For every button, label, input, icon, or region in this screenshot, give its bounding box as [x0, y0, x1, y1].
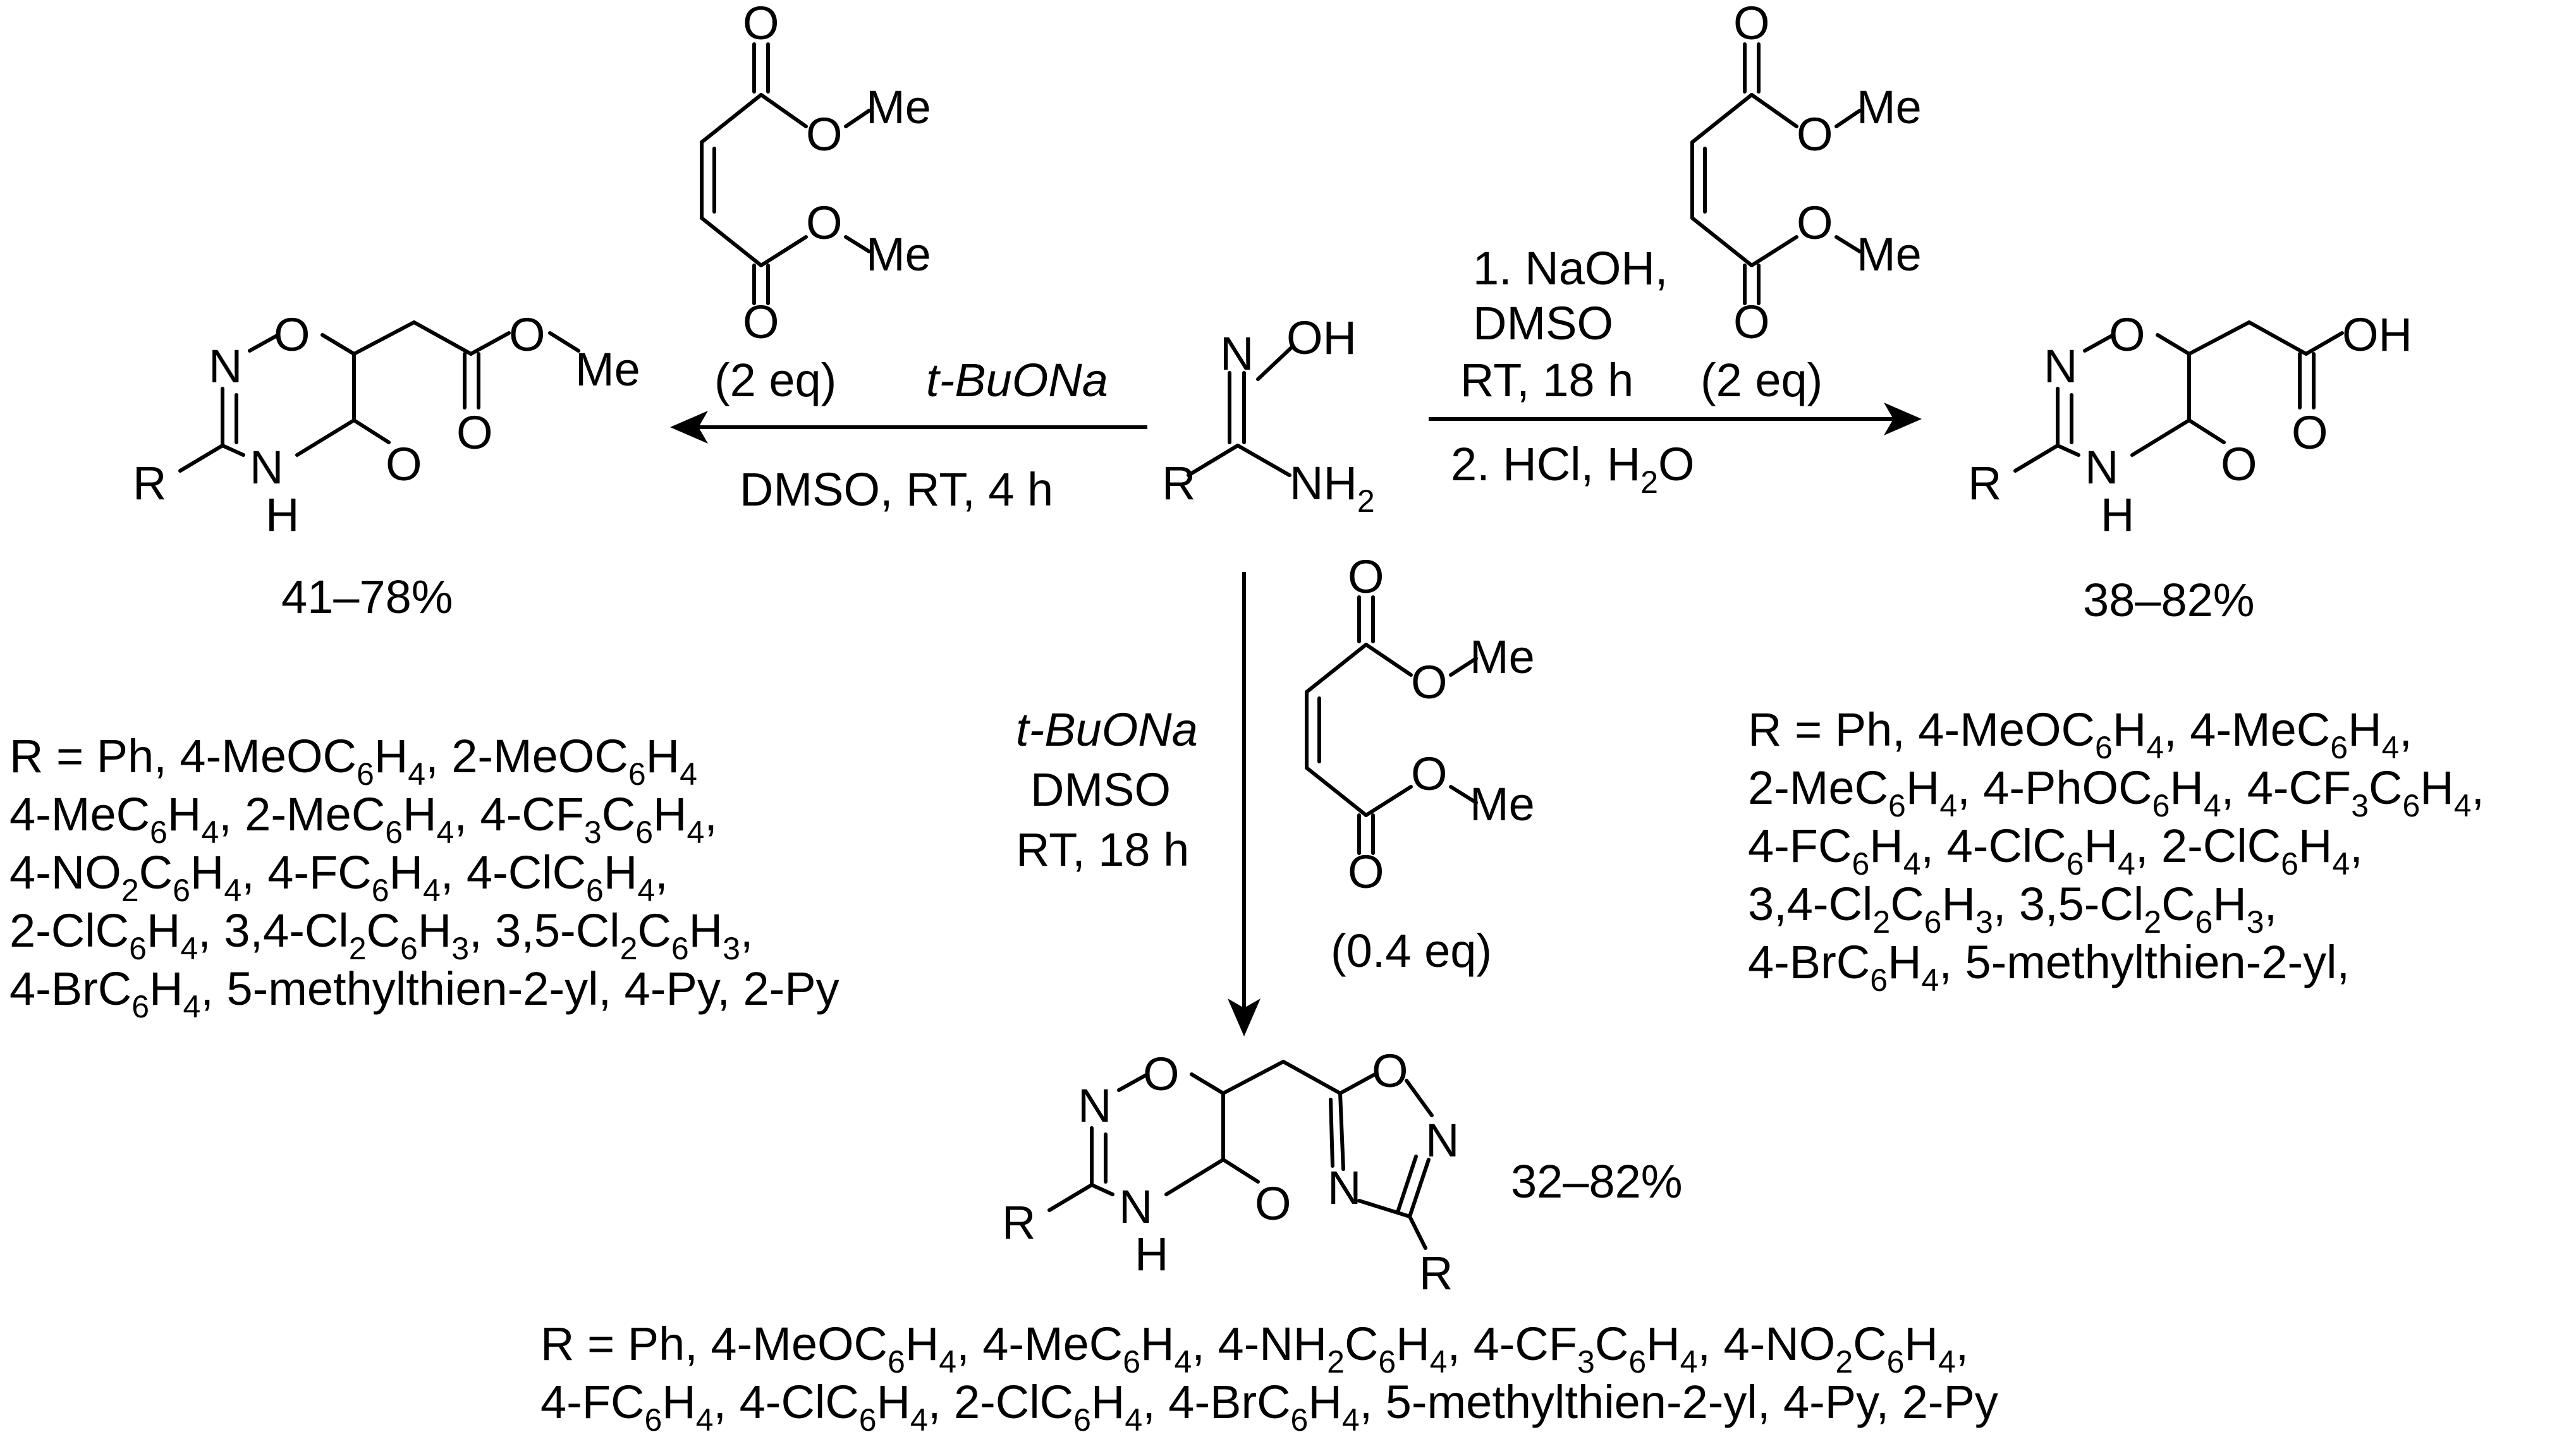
maleate-left-o3: O [806, 197, 843, 249]
oxa-ring-h: H [1135, 1228, 1168, 1280]
maleate-down-me2: Me [1470, 778, 1535, 830]
acid-ring-n: N [2044, 340, 2077, 392]
oxadiazole-r-label: R [1419, 1247, 1453, 1299]
ester-me: Me [575, 343, 640, 396]
maleate-left-o4: O [743, 296, 779, 348]
arrow-down [1228, 572, 1261, 1036]
dimethyl-maleate-left: O O Me O Me O [700, 0, 931, 348]
oxadiazole-n4: N [1328, 1162, 1361, 1214]
maleate-down-o3: O [1411, 748, 1448, 800]
right-substituent-line: 4-FC6H4, 4-ClC6H4, 2-ClC6H4, [1748, 820, 2363, 882]
maleate-left-me2: Me [866, 228, 931, 281]
acid-ring-o: O [2109, 308, 2146, 361]
dimethyl-maleate-right: O O Me O Me O [1690, 0, 1922, 348]
ester-ring-carbonyl-o: O [386, 438, 422, 490]
left-yield: 41–78% [281, 571, 453, 623]
oxa-ring-o: O [1143, 1048, 1180, 1100]
oxadiazole-n2: N [1425, 1114, 1459, 1167]
acid-carbonyl-o: O [2292, 406, 2328, 459]
ester-ring-n: N [209, 340, 242, 392]
ester-ring-h: H [266, 488, 299, 541]
maleate-left-o1: O [743, 0, 779, 49]
left-substituent-line: 4-BrC6H4, 5-methylthien-2-yl, 4-Py, 2-Py [9, 962, 839, 1024]
oxadiazole-o: O [1372, 1045, 1408, 1097]
down-yield: 32–82% [1511, 1155, 1683, 1208]
ester-alkoxy-o: O [509, 308, 546, 361]
maleate-down-o1: O [1348, 550, 1384, 603]
product-right-acid: N O N H O R OH O [1968, 308, 2412, 541]
amidoxime-r-label: R [1162, 457, 1195, 509]
left-substituent-line: R = Ph, 4-MeOC6H4, 2-MeOC6H4 [9, 730, 697, 792]
acid-r-label: R [1968, 457, 2001, 509]
right-step2: 2. HCl, H2O [1451, 438, 1695, 500]
right-step1b: DMSO [1473, 297, 1613, 349]
left-substituent-line: 2-ClC6H4, 3,4-Cl2C6H3, 3,5-Cl2C6H3, [9, 904, 753, 966]
right-substituent-line: R = Ph, 4-MeOC6H4, 4-MeC6H4, [1748, 703, 2412, 765]
maleate-right-o1: O [1733, 0, 1770, 49]
right-step1a: 1. NaOH, [1473, 242, 1668, 294]
left-base: t-BuONa [926, 354, 1108, 406]
right-equiv: (2 eq) [1700, 354, 1822, 406]
amidoxime-structure: N OH R NH2 [1162, 312, 1375, 519]
down-conditions: RT, 18 h [1016, 823, 1189, 876]
maleate-right-o3: O [1797, 197, 1833, 249]
acid-ring-carbonyl-o: O [2221, 438, 2257, 490]
amine-nh2-label: NH2 [1290, 457, 1375, 519]
down-equiv: (0.4 eq) [1331, 925, 1492, 977]
arrow-right [1429, 403, 1922, 435]
maleate-down-o2: O [1411, 656, 1448, 708]
oxa-ring-carbonyl-o: O [1255, 1177, 1291, 1230]
oxime-oh-label: OH [1286, 312, 1357, 364]
maleate-right-me2: Me [1857, 228, 1922, 281]
ester-carbonyl-o: O [456, 406, 493, 459]
oxa-r-label: R [1002, 1196, 1035, 1249]
maleate-right-o2: O [1797, 108, 1833, 161]
right-substituent-line: 4-BrC6H4, 5-methylthien-2-yl, [1748, 936, 2350, 998]
ester-r-label: R [133, 457, 166, 509]
right-yield: 38–82% [2083, 574, 2255, 626]
maleate-left-me1: Me [866, 81, 931, 133]
substituents-right: R = Ph, 4-MeOC6H4, 4-MeC6H4,2-MeC6H4, 4-… [1748, 703, 2484, 998]
left-equiv: (2 eq) [714, 354, 836, 406]
bottom-substituent-line: 4-FC6H4, 4-ClC6H4, 2-ClC6H4, 4-BrC6H4, 5… [540, 1376, 1998, 1438]
acid-oh: OH [2342, 308, 2412, 361]
maleate-left-o2: O [806, 108, 843, 161]
arrow-left [670, 411, 1147, 444]
dimethyl-maleate-down: O O Me O Me O [1305, 550, 1535, 898]
left-conditions: DMSO, RT, 4 h [740, 463, 1053, 516]
product-bottom-oxadiazole: N O N H O R O N N R [1002, 1045, 1459, 1299]
down-solvent: DMSO [1030, 763, 1171, 816]
acid-ring-h: H [2101, 488, 2134, 541]
maleate-right-o4: O [1733, 296, 1770, 348]
right-step1c: RT, 18 h [1460, 354, 1633, 406]
left-substituent-line: 4-NO2C6H4, 4-FC6H4, 4-ClC6H4, [9, 846, 668, 908]
left-substituent-line: 4-MeC6H4, 2-MeC6H4, 4-CF3C6H4, [9, 788, 717, 850]
oxa-ring-n: N [1078, 1079, 1111, 1132]
product-left-ester: N O N H O R O Me O [133, 308, 640, 541]
oxime-n-label: N [1220, 327, 1254, 380]
oxa-ring-nh: N [1119, 1180, 1152, 1233]
acid-ring-nh: N [2085, 441, 2118, 494]
maleate-down-o4: O [1348, 846, 1384, 898]
ester-ring-nh: N [250, 441, 283, 494]
down-base: t-BuONa [1016, 703, 1198, 756]
maleate-right-me1: Me [1857, 81, 1922, 133]
ester-ring-o: O [274, 308, 310, 361]
maleate-down-me1: Me [1470, 631, 1535, 683]
substituents-bottom: R = Ph, 4-MeOC6H4, 4-MeC6H4, 4-NH2C6H4, … [540, 1318, 1998, 1438]
right-substituent-line: 3,4-Cl2C6H3, 3,5-Cl2C6H3, [1748, 878, 2277, 940]
bottom-substituent-line: R = Ph, 4-MeOC6H4, 4-MeC6H4, 4-NH2C6H4, … [540, 1318, 1969, 1380]
right-substituent-line: 2-MeC6H4, 4-PhOC6H4, 4-CF3C6H4, [1748, 761, 2484, 823]
